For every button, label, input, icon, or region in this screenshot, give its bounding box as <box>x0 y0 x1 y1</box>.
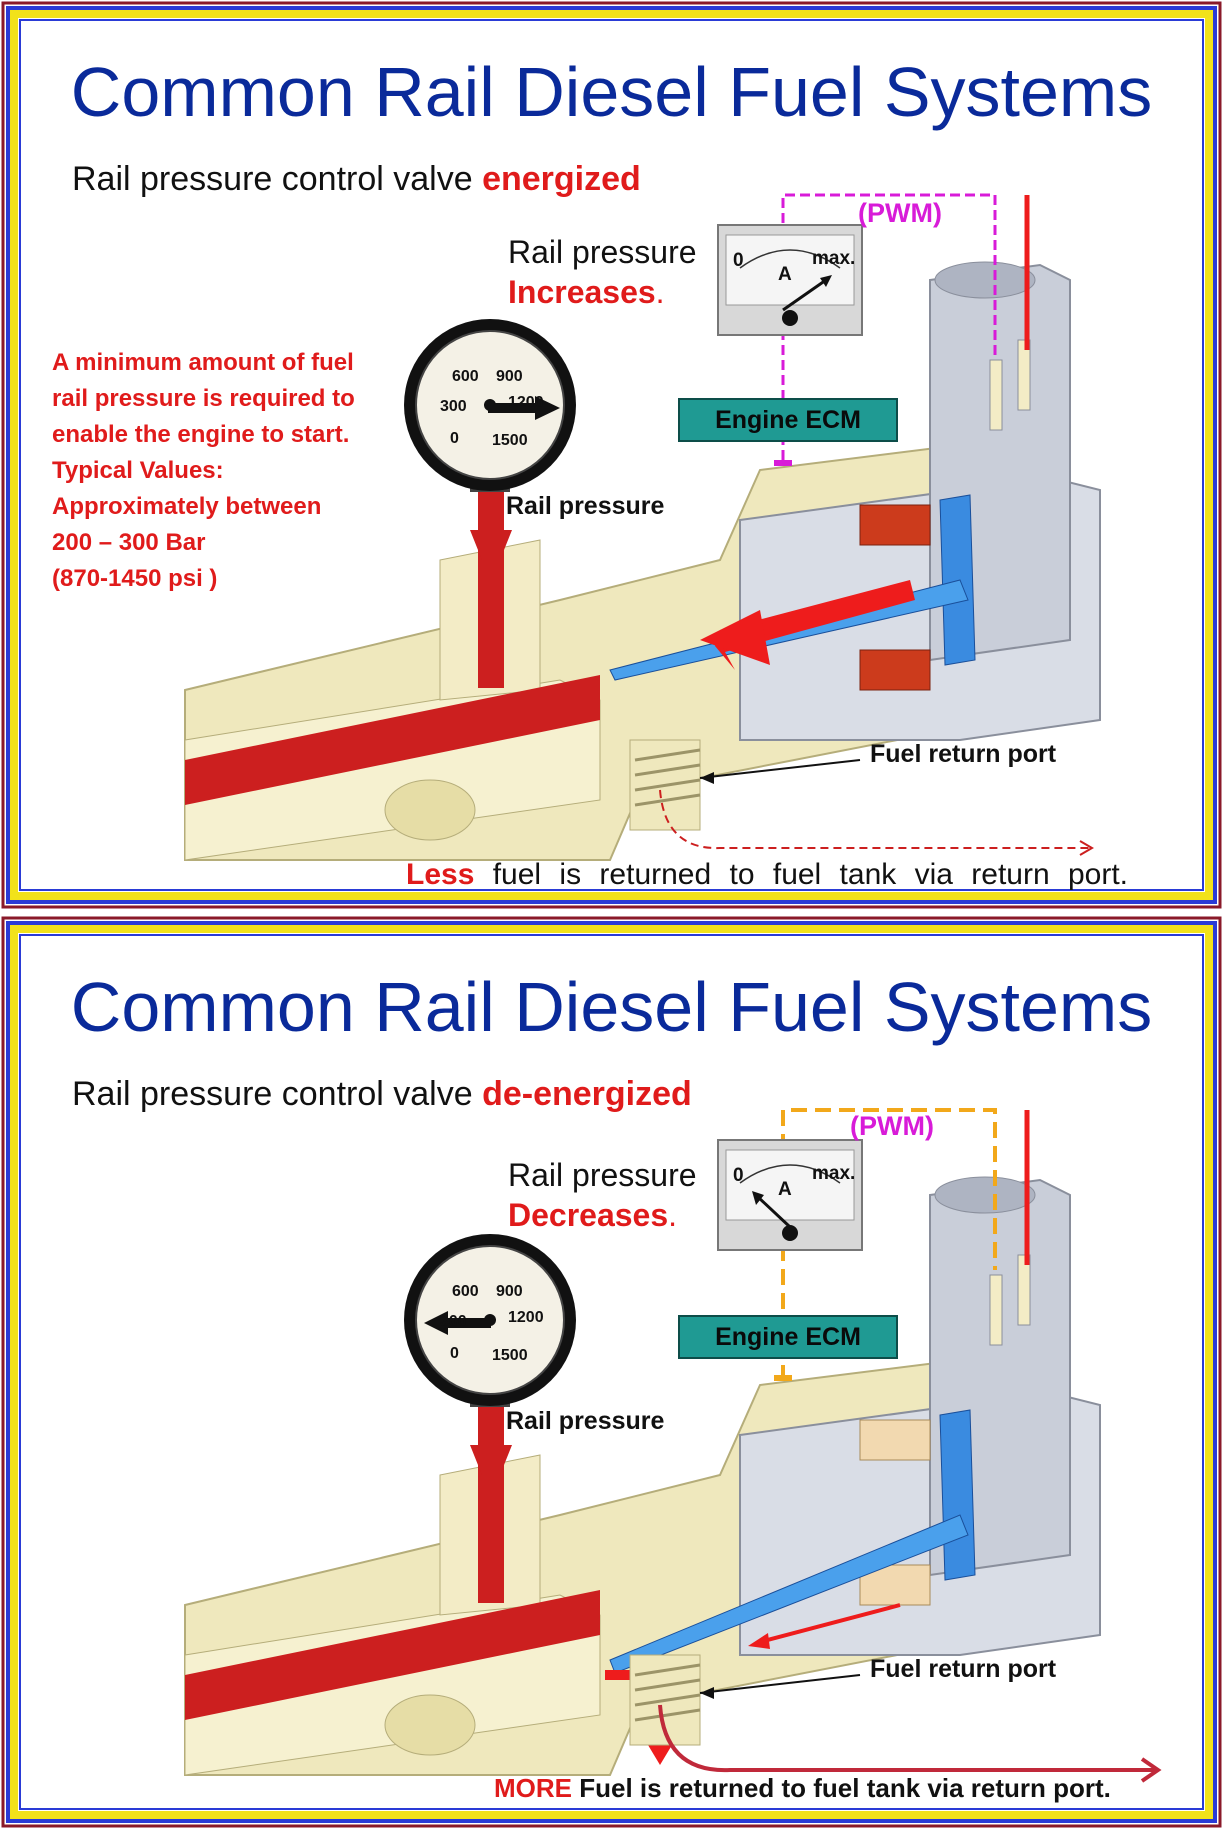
note-line: rail pressure is required to <box>52 385 355 412</box>
gauge-tick-1500: 1500 <box>492 432 528 449</box>
pwm-label: (PWM) <box>850 1111 934 1141</box>
gauge-tick-300: 300 <box>440 398 467 415</box>
note-line: 200 – 300 Bar <box>52 529 206 556</box>
bottom-emphasis: MORE <box>494 1773 572 1803</box>
note-line: enable the engine to start. <box>52 421 350 448</box>
bottom-caption: MORE Fuel is returned to fuel tank via r… <box>494 1773 1111 1804</box>
bottom-emphasis: Less <box>406 858 475 891</box>
engine-ecm-box: Engine ECM <box>678 1315 898 1359</box>
ammeter-zero: 0 <box>733 250 744 271</box>
bottom-caption: Less fuel is returned to fuel tank via r… <box>406 858 1128 892</box>
subtitle: Rail pressure control valve de-energized <box>72 1075 692 1114</box>
subtitle: Rail pressure control valve energized <box>72 160 641 199</box>
valve-state: de-energized <box>482 1075 692 1113</box>
bottom-text: Fuel is returned to fuel tank via return… <box>572 1773 1111 1803</box>
gauge-tick-1200: 1200 <box>508 1309 544 1326</box>
ammeter-unit: A <box>778 1179 792 1200</box>
pwm-wire <box>781 1108 997 1270</box>
subtitle-prefix: Rail pressure control valve <box>72 160 483 198</box>
flow-arrow <box>759 1603 901 1644</box>
ammeter <box>717 1139 863 1251</box>
note-line: Approximately between <box>52 493 322 520</box>
pwm-label: (PWM) <box>858 198 942 228</box>
gauge-tick-0: 0 <box>450 430 459 447</box>
rail-pressure-line1: Rail pressure <box>508 234 697 270</box>
bottom-text: fuel is returned to fuel tank via return… <box>474 858 1129 891</box>
rail-pressure-dot: . <box>668 1197 678 1233</box>
rail-pressure-status: Rail pressure Decreases. <box>508 1155 697 1235</box>
return-flow-path <box>658 1704 1155 1773</box>
gauge-tick-1200: 1200 <box>508 394 544 411</box>
gauge-needle-arrow <box>488 396 560 420</box>
rail-pressure-status: Rail pressure Increases. <box>508 232 697 312</box>
ammeter-needle <box>782 275 832 312</box>
gauge-riser <box>478 488 504 688</box>
gauge-tick-900: 900 <box>496 368 523 385</box>
fuel-channel <box>185 675 600 805</box>
gauge-tick-600: 600 <box>452 1283 479 1300</box>
minimum-pressure-note: A minimum amount of fuel rail pressure i… <box>52 345 402 597</box>
subtitle-prefix: Rail pressure control valve <box>72 1075 483 1113</box>
slide-2-graphics <box>1 916 1222 1828</box>
flow-arrow <box>715 580 915 670</box>
slide-energized: Common Rail Diesel Fuel Systems Rail pre… <box>0 0 1223 910</box>
page-title: Common Rail Diesel Fuel Systems <box>70 53 1153 131</box>
slide-de-energized: Common Rail Diesel Fuel Systems Rail pre… <box>0 915 1223 1828</box>
ammeter-max: max. <box>812 1163 856 1184</box>
return-flow-path <box>659 789 1090 850</box>
rail-pressure-trend: Increases <box>508 274 656 310</box>
note-line: (870-1450 psi ) <box>52 565 218 592</box>
return-port <box>629 739 701 831</box>
ammeter-needle <box>752 1191 792 1229</box>
return-port-label: Fuel return port <box>870 1655 1057 1683</box>
gauge-tick-900: 900 <box>496 1283 523 1300</box>
slide-1-graphics <box>1 1 1222 909</box>
valve-armature <box>609 1409 976 1674</box>
gauge-label: Rail pressure <box>506 1407 665 1435</box>
engine-ecm-box: Engine ECM <box>678 398 898 442</box>
ammeter-unit: A <box>778 264 792 285</box>
pwm-wire <box>781 193 997 355</box>
gauge-needle-arrow <box>424 1311 491 1335</box>
gauge-riser <box>478 1403 504 1603</box>
gauge-tick-0: 0 <box>450 1345 459 1362</box>
fuel-channel <box>185 1590 600 1720</box>
rail-pressure-dot: . <box>655 274 665 310</box>
return-port-label: Fuel return port <box>870 740 1057 768</box>
gauge-tick-300: 300 <box>440 1313 467 1330</box>
ammeter <box>717 224 863 336</box>
gauge-tick-600: 600 <box>452 368 479 385</box>
note-line: A minimum amount of fuel <box>52 349 354 376</box>
page-title: Common Rail Diesel Fuel Systems <box>70 968 1153 1046</box>
gauge-tick-1500: 1500 <box>492 1347 528 1364</box>
ammeter-zero: 0 <box>733 1165 744 1186</box>
valve-state: energized <box>482 160 641 198</box>
note-line: Typical Values: <box>52 457 224 484</box>
rail-pressure-trend: Decreases <box>508 1197 669 1233</box>
gauge-label: Rail pressure <box>506 492 665 520</box>
rail-pressure-line1: Rail pressure <box>508 1157 697 1193</box>
ammeter-max: max. <box>812 248 856 269</box>
